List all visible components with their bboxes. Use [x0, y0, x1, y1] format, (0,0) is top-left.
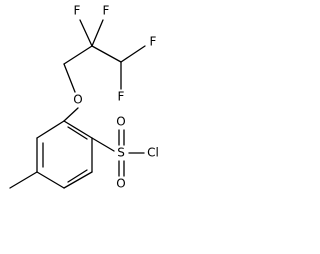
- atom-f-upper-left: F: [74, 4, 81, 18]
- atom-f-bottom: F: [118, 90, 125, 104]
- atom-o-sulfonyl-top: O: [116, 115, 125, 129]
- ring-bond-4: [63, 171, 93, 189]
- atom-s-sulfonyl: S: [117, 146, 125, 160]
- bond-c2-f2: [91, 19, 104, 47]
- ring-double-2: [67, 169, 88, 183]
- atom-o-sulfonyl-bottom: O: [116, 177, 125, 191]
- bond-c2-c3: [91, 45, 122, 63]
- ring-bond-3: [36, 171, 65, 189]
- bond-o1-ring: [63, 107, 79, 122]
- ring-double-3: [67, 126, 88, 140]
- ring-bond-6: [63, 120, 93, 139]
- atom-f-right: F: [150, 35, 157, 49]
- bond-c3-f3: [120, 45, 146, 63]
- atom-labels: F F F F O S O O Cl: [73, 4, 159, 191]
- bond-ring-methyl: [9, 171, 38, 189]
- bond-group: [9, 19, 146, 189]
- atom-f-upper-right: F: [103, 4, 110, 18]
- bond-c1-o1: [63, 63, 76, 93]
- bond-c2-c1: [63, 45, 93, 65]
- atom-cl: Cl: [147, 146, 159, 160]
- bond-c2-f1: [79, 19, 93, 47]
- chemical-structure: F F F F O S O O Cl: [9, 4, 159, 191]
- ring-bond-1: [36, 120, 65, 139]
- bond-ring-s: [91, 137, 115, 152]
- atom-o-ether: O: [73, 93, 82, 107]
